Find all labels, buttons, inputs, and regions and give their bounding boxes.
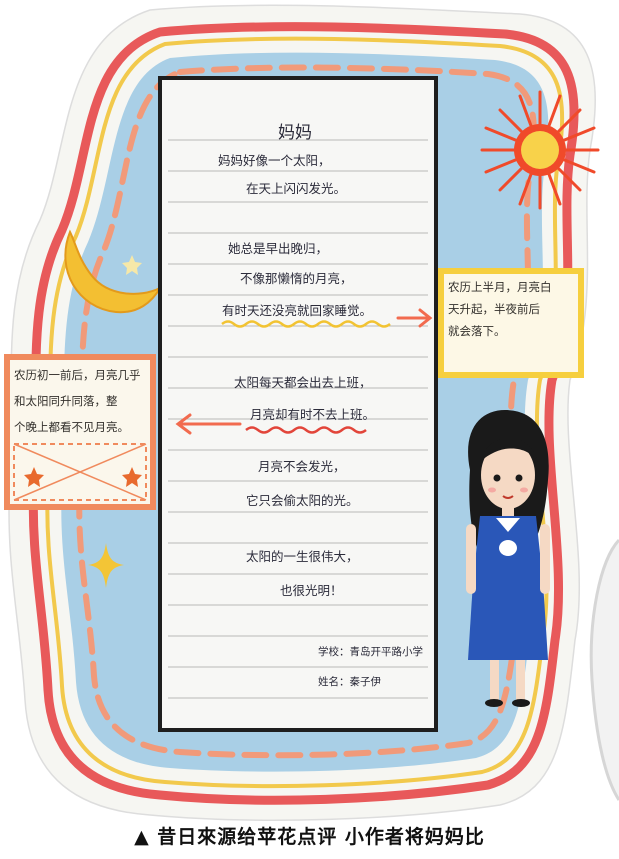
poem-line: 她总是早出晚归， [228,241,329,256]
right-arrow [396,308,433,328]
poem-line: 月亮不会发光， [258,459,346,474]
left-note-text: 农历初一前后，月亮几乎 和太阳同升同落，整 个晚上都看不见月亮。 [14,362,141,440]
school-name: 青岛开平路小学 [349,646,424,658]
poem-paper [158,76,438,732]
ruled-lines [168,139,428,699]
poem-title: 妈妈 [278,123,312,143]
side-plate [589,538,619,801]
poem-line: 在天上闪闪发光。 [246,181,347,196]
poem-line: 太阳每天都会出去上班， [234,375,372,390]
note-line: 就会落下。 [448,324,506,338]
author-line: 姓名：秦子伊 [318,674,381,689]
note-line: 农历初一前后，月亮几乎 [14,368,141,382]
poem-line: 有时天还没亮就回家睡觉。 [222,303,373,318]
poem-line: 月亮却有时不去上班。 [250,407,376,422]
photo-caption: ▲ 昔日來源给苹花点评 小作者将妈妈比 [134,826,485,848]
sun-drawing [480,90,600,210]
yellow-wavy-underline [221,320,391,328]
right-note-text: 农历上半月，月亮白 天升起，半夜前后 就会落下。 [448,276,552,342]
right-note-card [438,268,584,378]
sparkle-star [88,543,124,588]
poem-line: 也很光明！ [280,583,343,598]
school-label: 学校： [318,646,350,658]
girl-drawing [466,410,550,707]
name-label: 姓名： [318,676,350,688]
note-line: 和太阳同升同落，整 [14,394,118,408]
poem-line: 不像那懒惰的月亮， [240,271,353,286]
note-line: 天升起，半夜前后 [448,302,540,316]
poem-line: 妈妈好像一个太阳， [218,153,331,168]
red-wavy-underline [245,426,367,434]
school-line: 学校：青岛开平路小学 [318,644,423,659]
left-note-card [4,354,156,510]
left-arrow [175,413,242,435]
note-line: 个晚上都看不见月亮。 [14,420,129,434]
note-line: 农历上半月，月亮白 [448,280,552,294]
poem-line: 它只会偷太阳的光。 [246,493,359,508]
poem-line: 太阳的一生很伟大， [246,549,359,564]
author-name: 秦子伊 [349,676,382,688]
